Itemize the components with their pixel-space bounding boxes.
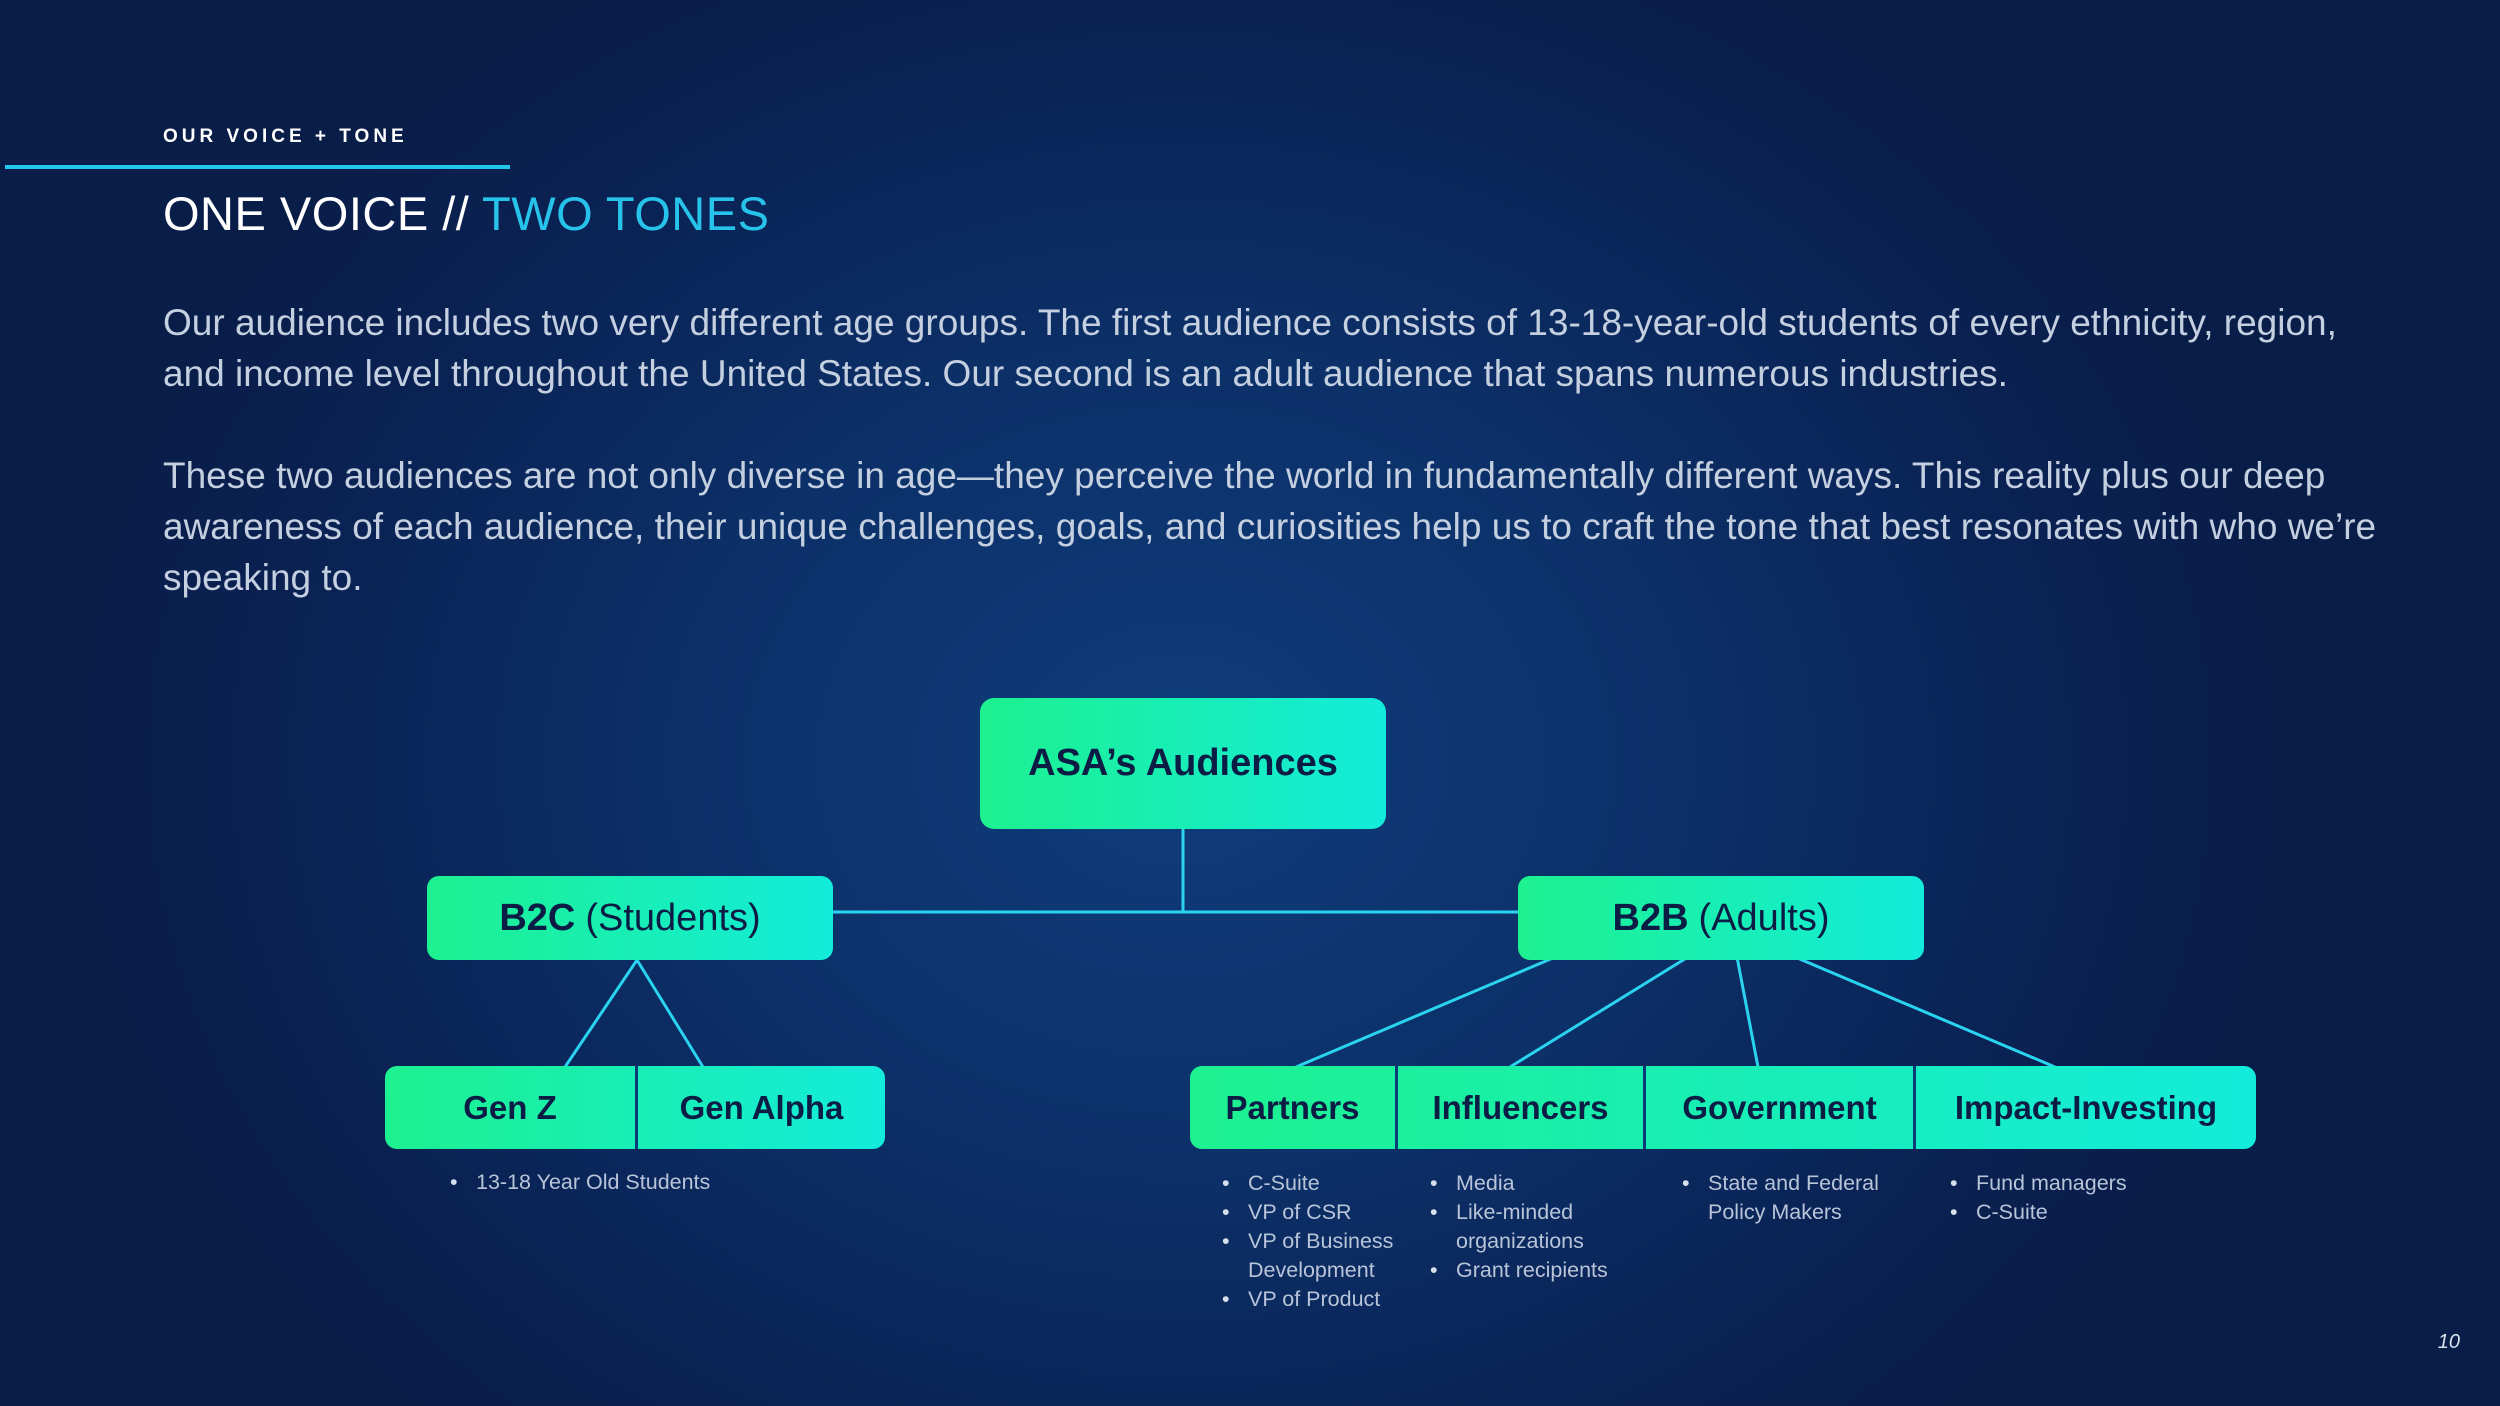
page-number: 10 [2437,1331,2460,1353]
node-gen-alpha: Gen Alpha [635,1066,885,1149]
connector-b2b-government [1735,956,1760,1068]
title-accent: TWO TONES [482,187,770,240]
list-item: Fund managers [1950,1169,2216,1198]
connector-b2c-genz [563,959,639,1068]
gen-z-bullets: 13-18 Year Old Students [450,1168,806,1197]
connector-b2b-partners [1295,953,1561,1069]
intro-paragraph-1: Our audience includes two very different… [163,302,2337,394]
list-item: 13-18 Year Old Students [450,1168,806,1197]
list-item: C-Suite [1950,1198,2216,1227]
list-item: State and Federal Policy Makers [1682,1169,1898,1227]
b2c-sublabel: (Students) [585,896,761,939]
node-government: Government [1643,1066,1913,1149]
node-b2c: B2C(Students) [427,876,833,960]
list-item: VP of Business Development [1222,1227,1448,1285]
eyebrow-divider [5,165,510,169]
influencers-bullets: Media Like-minded organizations Grant re… [1430,1169,1656,1285]
section-eyebrow: OUR VOICE + TONE [163,126,408,147]
node-b2b: B2B(Adults) [1518,876,1924,960]
b2b-segment-bar: Partners Influencers Government Impact-I… [1190,1066,2256,1149]
connector-b2b-impact [1794,955,2056,1069]
list-item: Grant recipients [1430,1256,1656,1285]
government-bullets: State and Federal Policy Makers [1682,1169,1898,1227]
node-impact-investing: Impact-Investing [1913,1066,2256,1149]
list-item: Like-minded organizations [1430,1198,1656,1256]
connector-b2b-influencers [1509,955,1689,1069]
b2c-segment-bar: Gen Z Gen Alpha [385,1066,885,1149]
list-item: VP of CSR [1222,1198,1448,1227]
b2c-label: B2C [499,896,576,939]
connector-b2c-genalpha [635,959,705,1068]
intro-paragraph-2: These two audiences are not only diverse… [163,455,2377,598]
b2b-sublabel: (Adults) [1698,896,1830,939]
partners-bullets: C-Suite VP of CSR VP of Business Develop… [1222,1169,1448,1314]
impact-investing-bullets: Fund managers C-Suite [1950,1169,2216,1227]
page-title: ONE VOICE // TWO TONES [163,186,769,241]
list-item: C-Suite [1222,1169,1448,1198]
title-main: ONE VOICE // [163,187,483,240]
node-influencers: Influencers [1395,1066,1643,1149]
node-partners: Partners [1225,1088,1360,1126]
list-item: VP of Product [1222,1285,1448,1314]
list-item: Media [1430,1169,1656,1198]
b2b-label: B2B [1612,896,1689,939]
node-gen-z: Gen Z [463,1088,557,1126]
root-node-audiences: ASA’s Audiences [980,698,1386,829]
